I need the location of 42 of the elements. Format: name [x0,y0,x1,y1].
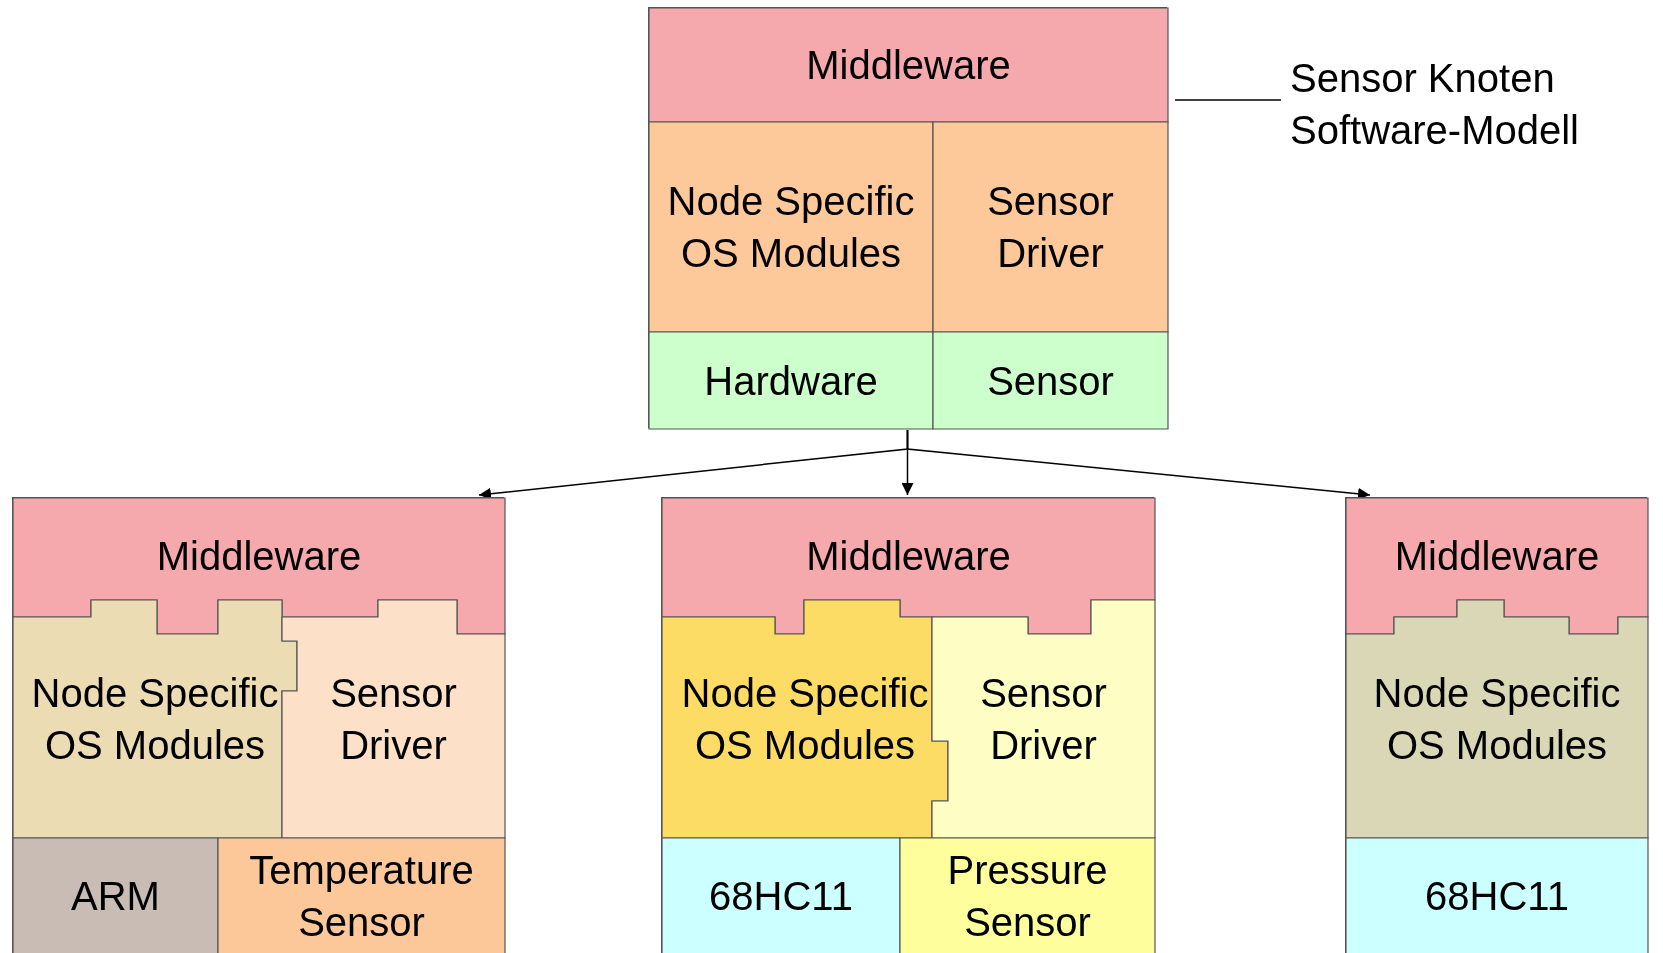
layer-block [218,838,505,953]
layer-stack [12,497,504,953]
block-label: Middleware [1393,533,1601,580]
layer-block [649,8,1168,122]
layer-block [1346,838,1648,953]
layer-block [13,498,505,634]
block-label: Sensor Driver [329,670,458,769]
layer-block [282,600,505,838]
block-label: Middleware [805,533,1012,580]
layer-block [662,498,1155,634]
layer-block [13,600,297,838]
block-label: Node Specific OS Modules [30,670,280,769]
layer-block [933,122,1168,332]
block-label: Sensor Driver [986,178,1115,277]
layer-block [649,332,933,429]
block-label: Node Specific OS Modules [680,670,930,769]
block-label: Node Specific OS Modules [1372,670,1622,769]
layer-block [662,838,900,953]
layer-block [900,838,1155,953]
layer-block [932,600,1155,838]
block-label: Temperature Sensor [248,847,475,946]
layer-block [649,122,933,332]
layer-block [933,332,1168,429]
layer-stack [648,7,1167,428]
block-label: Node Specific OS Modules [666,178,916,277]
block-label: Middleware [155,533,363,580]
layer-block [1346,600,1648,838]
arrow [906,429,1371,500]
layer-block [13,838,218,953]
block-label: Sensor [986,357,1115,405]
block-label: 68HC11 [708,873,854,920]
leader-line [1174,99,1282,101]
block-label: Middleware [805,42,1012,89]
block-label: Sensor Driver [979,670,1108,769]
block-label: Hardware [703,357,879,405]
caption-text: Sensor Knoten Software-Modell [1290,52,1660,156]
layer-block [662,600,948,838]
block-label: Pressure Sensor [946,847,1109,946]
layer-stack [661,497,1154,953]
block-label: 68HC11 [1424,873,1570,920]
block-label: ARM [70,873,161,920]
layer-stack [1345,497,1647,953]
